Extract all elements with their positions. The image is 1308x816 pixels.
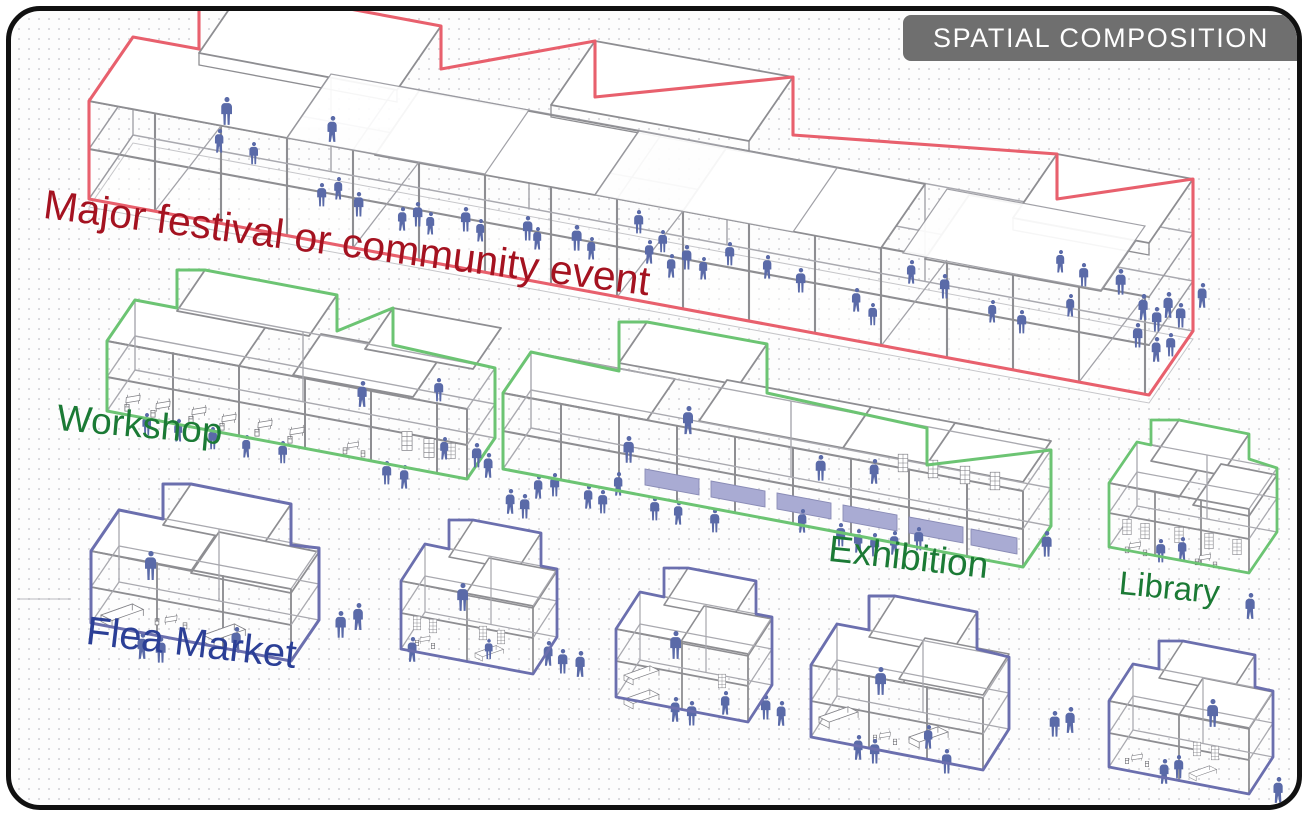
massing-unit-b bbox=[614, 566, 786, 726]
title-banner: SPATIAL COMPOSITION bbox=[903, 15, 1297, 61]
diagram-frame: Major festival or community event Worksh… bbox=[6, 6, 1302, 810]
massing-unit-c bbox=[809, 594, 1011, 774]
page-title: SPATIAL COMPOSITION bbox=[933, 22, 1269, 53]
massing-flea-market bbox=[89, 482, 321, 663]
massing-festival bbox=[87, 11, 1195, 404]
drawing-canvas bbox=[11, 11, 1297, 805]
massing-exhibition bbox=[501, 320, 1053, 569]
massing-library bbox=[1107, 418, 1279, 575]
massing-unit-d bbox=[1107, 639, 1283, 803]
massing-unit-a bbox=[399, 518, 585, 677]
workshop-furniture bbox=[124, 392, 456, 459]
axonometric-drawing bbox=[17, 11, 1283, 803]
exhibition-display-panels bbox=[644, 468, 1018, 555]
massing-workshop bbox=[105, 268, 502, 489]
